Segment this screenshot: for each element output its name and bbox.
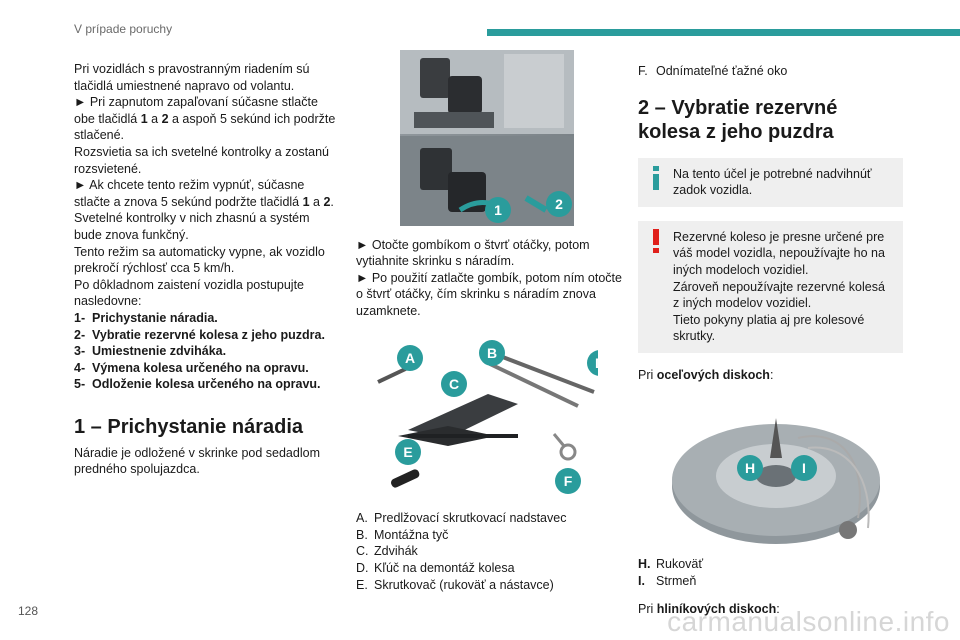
step-item: 4-Výmena kolesa určeného na opravu. [74,360,309,375]
tools-figure: A B C D E F [356,334,622,507]
badge-i [791,454,817,481]
spare-wheel-illustration: H I [672,417,880,544]
watermark: carmanualsonline.info [667,606,950,637]
badge-2 [546,191,572,217]
paragraph: Náradie je odložené v skrinke pod sedadl… [74,445,320,477]
badge-c [441,370,467,397]
column-3: F.Odnímateľné ťažné oko 2 – Vybratie rez… [638,63,903,618]
legend-item: B.Montážna tyč [356,527,449,542]
paragraph: ► Ak chcete tento režim vypnúť, súčasne … [74,178,334,209]
column-2: 1 2 ► Otočte gombíkom o štvrť otáčky, po… [356,50,622,593]
paragraph: Pri oceľových diskoch: [638,367,774,382]
wheel-legend: H.Rukoväť I.Strmeň [638,556,903,589]
paragraph: ► Po použití zatlačte gombík, potom ním … [356,270,622,318]
badge-b [479,339,505,366]
warning-icon [650,228,662,258]
badge-1-label: 1 [494,202,502,218]
column-1: Pri vozidlách s pravostranným riadením s… [74,61,336,478]
legend-item: H.Rukoväť [638,557,704,572]
header-accent-bar [487,29,960,36]
legend-item: C.Zdvihák [356,544,418,559]
badge-e [395,438,421,465]
badge-h [737,454,763,481]
steps-list: 1-Prichystanie náradia. 2-Vybratie rezer… [74,310,336,393]
warning-text: Rezervné koleso je presne určené pre váš… [673,229,885,277]
legend-item: I.Strmeň [638,573,697,588]
paragraph: Svetelné kontrolky v nich zhasnú a systé… [74,211,310,242]
step-item: 2-Vybratie rezervné kolesa z jeho puzdra… [74,327,325,342]
glovebox-figure: 1 2 [356,50,622,231]
step-item: 5-Odloženie kolesa určeného na opravu. [74,377,321,392]
step-item: 1-Prichystanie náradia. [74,310,218,325]
warning-text: Tieto pokyny platia aj pre kolesové skru… [673,312,865,344]
badge-c-label: C [449,376,459,392]
paragraph: Pri vozidlách s pravostranným riadením s… [74,62,310,93]
badge-h-label: H [745,460,755,476]
badge-b-label: B [487,345,497,361]
page-number: 128 [18,604,39,618]
badge-2-label: 2 [555,196,563,212]
paragraph: Tento režim sa automaticky vypne, ak voz… [74,244,325,276]
paragraph: ► Pri zapnutom zapaľovaní súčasne stlačt… [74,95,336,143]
section-heading: 2 – Vybratie rezervné kolesa z jeho puzd… [638,96,838,143]
badge-e-label: E [403,444,412,460]
legend-item: E.Skrutkovač (rukoväť a nástavce) [356,577,554,592]
badge-1 [485,197,511,223]
badge-i-label: I [802,460,806,476]
wheel-figure: H I [638,398,903,553]
badge-d-label: D [595,355,598,371]
legend-item: D.Kľúč na demontáž kolesa [356,560,515,575]
warning-text: Zároveň nepoužívajte rezervné kolesá z i… [673,279,885,311]
tools-legend: A.Predlžovací skrutkovací nadstavec B.Mo… [356,510,622,593]
badge-f-label: F [564,473,573,489]
legend-item: A.Predlžovací skrutkovací nadstavec [356,511,567,526]
badge-a [397,344,423,371]
step-item: 3-Umiestnenie zdviháka. [74,344,227,359]
tools-illustration: A B C D E F [377,339,613,494]
badge-a-label: A [405,350,415,366]
badge-f [555,467,581,494]
info-note: Na tento účel je potrebné nadvihnúť zado… [638,157,903,207]
section-heading: 1 – Prichystanie náradia [74,415,304,438]
info-icon [650,165,662,195]
paragraph: Rozsvietia sa ich svetelné kontrolky a z… [74,144,329,176]
paragraph: ► Otočte gombíkom o štvrť otáčky, potom … [356,237,590,269]
warning-note: Rezervné koleso je presne určené pre váš… [638,220,903,353]
paragraph: Po dôkladnom zaistení vozidla postupujte… [74,277,305,309]
section-header: V prípade poruchy [74,22,173,36]
paragraph: Pri hliníkových diskoch: [638,602,780,617]
toolbox-photo: 1 2 [400,50,574,226]
legend-item-f: F.Odnímateľné ťažné oko [638,64,788,78]
